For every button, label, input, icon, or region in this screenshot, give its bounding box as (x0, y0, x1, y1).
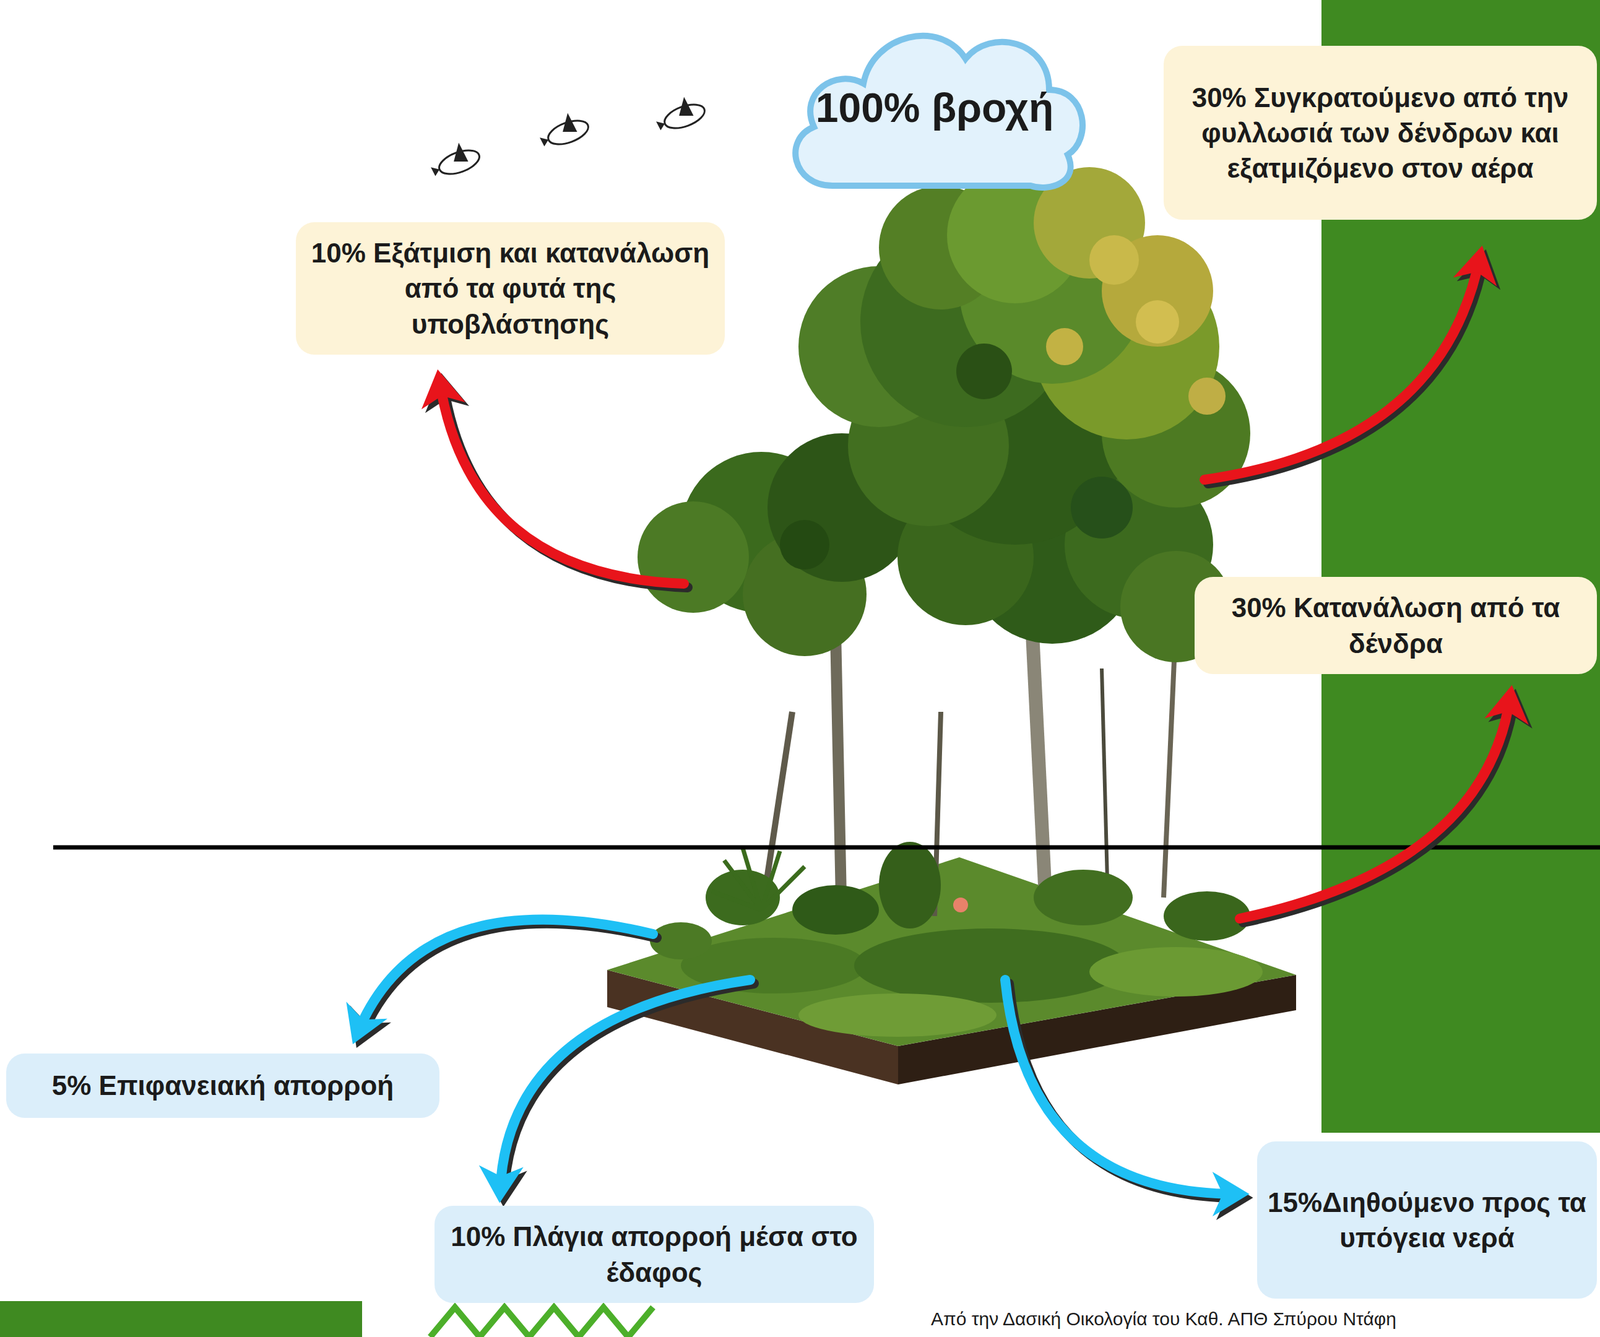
flow-box: 10% Εξάτμιση και κατανάλωση από τα φυτά … (295, 222, 725, 355)
box-label: 15%Διηθούμενο προς τα υπόγεια νερά (1264, 1184, 1590, 1256)
flow-box: 10% Πλάγια απορροή μέσα στο έδαφος (434, 1205, 874, 1303)
box-label: 30% Κατανάλωση από τα δένδρα (1202, 589, 1590, 661)
flow-arrow (1239, 696, 1511, 919)
flow-box: 30% Συγκρατούμενο από την φυλλωσιά των δ… (1163, 45, 1597, 220)
ground-line (53, 845, 1600, 850)
birds (426, 91, 709, 182)
cloud-label: 100% βροχή (815, 81, 1055, 135)
zigzag (430, 1307, 653, 1337)
box-label: 10% Πλάγια απορροή μέσα στο έδαφος (441, 1218, 867, 1290)
flow-arrow (1005, 979, 1238, 1194)
flow-arrow (1204, 256, 1480, 480)
arrow-shadows (360, 260, 1514, 1198)
flow-arrow (439, 380, 684, 584)
box-label: 30% Συγκρατούμενο από την φυλλωσιά των δ… (1171, 79, 1590, 187)
cloud-outline (795, 35, 1083, 188)
flow-box: 30% Κατανάλωση από τα δένδρα (1194, 576, 1597, 675)
box-label: 5% Επιφανειακή απορροή (51, 1067, 394, 1103)
flow-box: 15%Διηθούμενο προς τα υπόγεια νερά (1257, 1141, 1597, 1299)
flow-box: 5% Επιφανειακή απορροή (6, 1053, 440, 1118)
flow-arrow (500, 979, 751, 1192)
rain-cloud: 100% βροχή (776, 6, 1093, 199)
bottom-band (0, 1301, 363, 1337)
ground-line (53, 842, 1600, 853)
box-label: 10% Εξάτμιση και κατανάλωση από τα φυτά … (303, 235, 718, 342)
source-caption: Από την Δασική Οικολογία του Καθ. ΑΠΘ Σπ… (928, 1308, 1399, 1330)
